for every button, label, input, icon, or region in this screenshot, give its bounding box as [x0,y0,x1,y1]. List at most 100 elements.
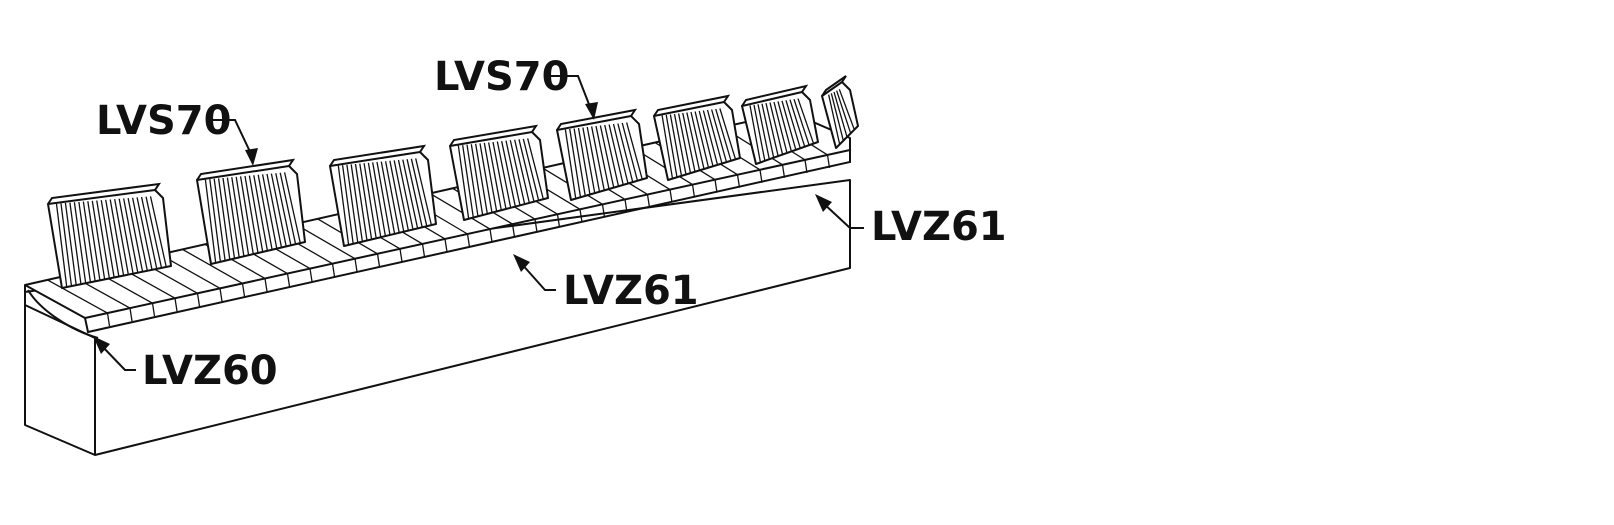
backrest-slat-line [470,144,484,216]
backrest-slat-line [270,173,287,247]
label-end-seat: LVZ60 [142,348,278,394]
backrest-slat-line [402,159,419,229]
backrest-slat-line [475,143,488,214]
backrest-top-edge [741,84,809,107]
backrest-slat-line [677,113,692,174]
backrest-slat-line [253,175,269,251]
backrest [821,75,859,149]
backrest-slat-line [118,198,134,274]
backrest-slat-line [123,198,139,273]
backrest-slat-line [797,98,815,144]
seat-slat-edge [714,179,718,193]
seat-slat-edge [106,312,111,327]
backrest-slat-line [131,197,148,271]
backrest-slat-line [64,202,77,286]
backrest-slat-line [599,125,615,188]
seat-slat-line [429,192,491,230]
backrest-slat-line [244,175,259,254]
backrest-slat-line [694,111,710,168]
backrest-slat-line [665,114,678,178]
backrest-row [47,75,859,289]
backrest-slat-line [753,104,766,161]
backrest-slat-line [73,202,87,284]
backrest [329,144,437,247]
backrest-slat-line [682,112,696,172]
backrest-slat-line [706,109,723,164]
label-backrest-left: LVS70 [96,98,231,144]
backrest-slat-line [830,93,844,141]
seat-slat-edge [331,263,336,277]
backrest-slat-line [569,128,582,198]
end-seat-piece [27,289,99,339]
backrest-slat-line [69,202,82,285]
backrest-slat-line [397,159,414,230]
backrest [196,158,306,265]
seat-slat-edge [759,169,763,183]
backrest-slat-line [96,200,111,279]
backrest-slat-line [621,122,639,181]
backrest-slat-line [673,113,687,175]
backrest-slat-line [496,141,512,208]
backrest-slat-line [527,138,544,200]
backrest-slat-line [60,203,73,287]
seat-slat-edge [129,308,133,322]
backrest-slat-line [354,163,368,241]
backrest-slat-line [761,103,775,158]
backrest-slat-line [789,99,806,147]
backrest [653,94,741,181]
backrest-slat-line [838,89,855,130]
backrest-slat-line [109,199,125,276]
backrest-slat-line [406,159,423,228]
backrest-slat-line [573,128,586,196]
seat-slat-edge [781,164,786,178]
backrest-slat-line [522,138,540,201]
backrest-slat-line [710,109,728,163]
backrest-slat-line [359,163,373,240]
backrest-slat-line [564,129,577,199]
backrest-slat-line [836,90,852,134]
backrest-slat-line [114,199,129,275]
backrest-slat-line [222,177,236,259]
backrest-slat-line [279,172,297,245]
backrest-slat-line [346,164,359,243]
backrest-slat-line [702,110,719,166]
backrest-slat-line [389,160,405,232]
backrest-slat-line [617,123,634,183]
label-seat-right: LVZ61 [871,204,1007,250]
seat-slat-edge [826,154,831,169]
backrest-slat-line [466,144,479,217]
backrest-slat-line [91,200,106,280]
seat-slat-edge [556,214,561,228]
seat-slat-edge [534,219,538,233]
backrest-slat-line [505,140,521,206]
seat-slat-edge [354,258,358,272]
backrest-slat-line [833,91,848,138]
seat-slat-edge [151,303,156,317]
backrest-slat-line [204,179,217,263]
seat-slat-edge [736,174,741,188]
seat-slat-edge [601,204,606,218]
backrest-slat-line [715,108,732,161]
backrest-slat-line [100,200,115,278]
backrest-slat-line [341,165,354,244]
backrest-slat-line [698,110,714,167]
backrest-slat-line [149,196,167,268]
backrest-slat-line [765,102,779,157]
backrest-slat-line [479,143,493,213]
backrest-slat-line [266,173,283,248]
backrest-slat-line [231,177,245,257]
backrest-slat-line [337,165,350,245]
backrest [449,124,549,221]
backrest-slat-line [350,164,364,242]
backrest-slat-line [777,101,793,152]
backrest-slat-line [415,158,433,226]
backrest-slat-line [793,98,810,146]
seat-slat-edge [804,159,808,173]
backrest-slat-line [757,104,770,160]
label-backrest-middle: LVS70 [434,54,569,100]
seat-slat-edge [174,298,178,312]
seat-slat-edge [669,189,673,203]
backrest-slat-line [213,178,226,261]
backrest-slat-line [586,126,601,192]
backrest-slat-line [590,126,605,191]
